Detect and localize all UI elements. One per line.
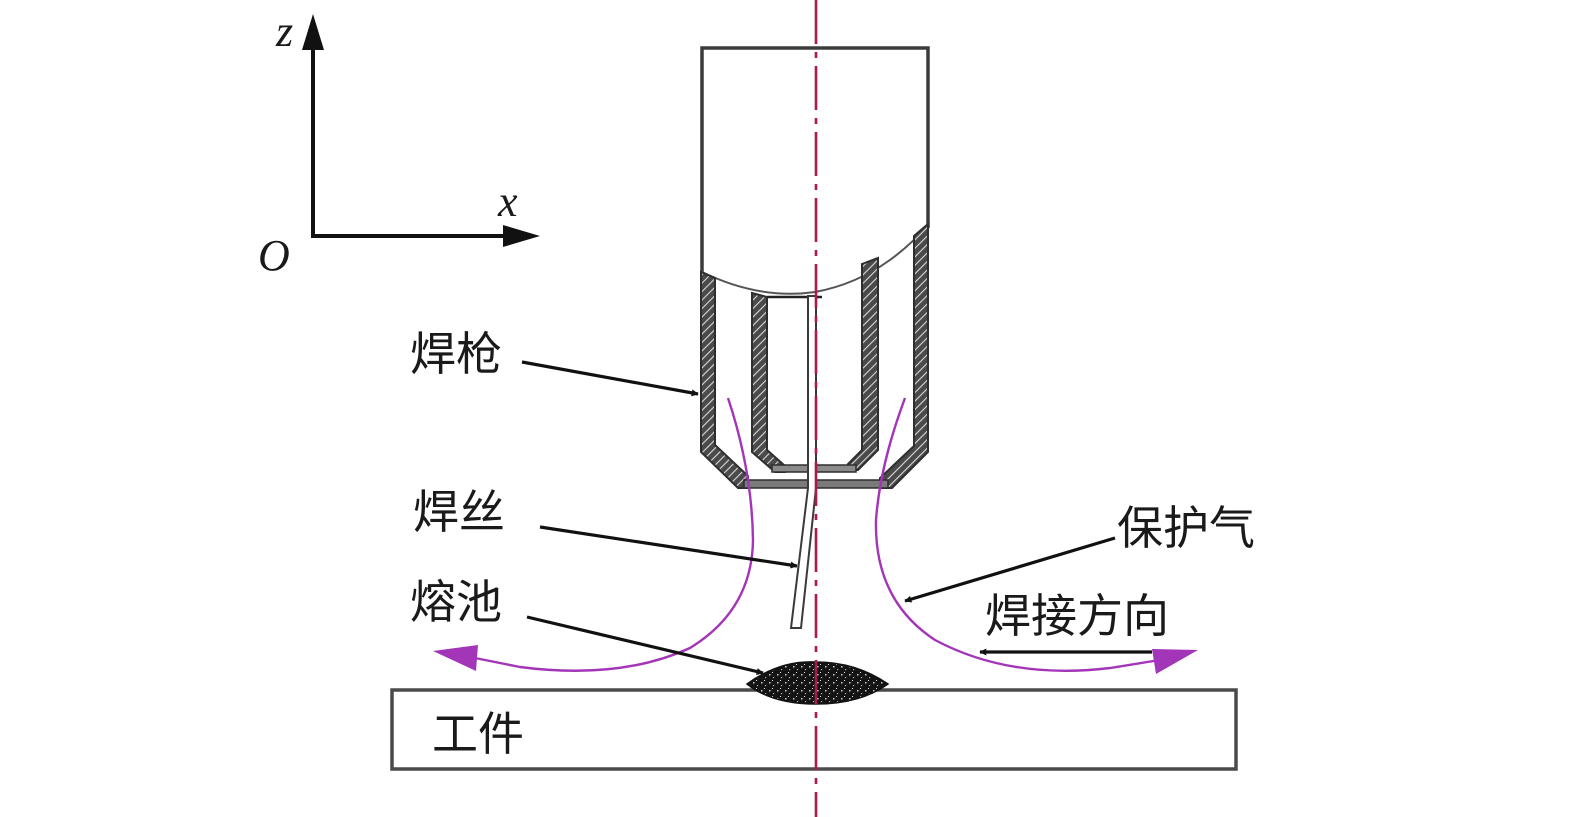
torch-label: 焊枪 [410,327,502,381]
x-axis-label: x [497,177,518,226]
torch-body [700,46,930,290]
wire-label: 焊丝 [413,485,505,539]
z-axis-label: z [275,7,293,56]
coordinate-axes: z x O [258,7,540,280]
wire-leader [539,525,798,569]
workpiece-label: 工件 [432,707,524,761]
gas-flow-left [464,397,755,672]
weld-pool [745,661,890,705]
torch-leader [521,360,699,397]
origin-label: O [258,231,290,280]
gas-flow-left-arrowhead [433,645,478,671]
z-axis-arrowhead [302,14,324,50]
gas-flow-right [874,397,1161,672]
pool-leader [526,615,764,675]
contact-tip-wall-left [751,291,786,473]
contact-tip-wall-right [847,256,879,471]
nozzle-outer-wall-left [700,270,749,489]
pool-label: 熔池 [410,575,502,629]
weld-direction-label: 焊接方向 [985,589,1169,643]
welding-wire [789,295,817,629]
shield-gas-flow [433,397,1198,674]
shield-gas-label: 保护气 [1117,501,1255,555]
gas-flow-right-arrowhead [1152,649,1198,674]
wire-shaft [789,295,817,629]
shield-gas-leader [904,536,1116,603]
nozzle-outer-wall-right [879,221,929,489]
x-axis-arrowhead [503,225,540,247]
annotations: 焊枪 焊丝 熔池 保护气 焊接方向 [410,327,1255,675]
